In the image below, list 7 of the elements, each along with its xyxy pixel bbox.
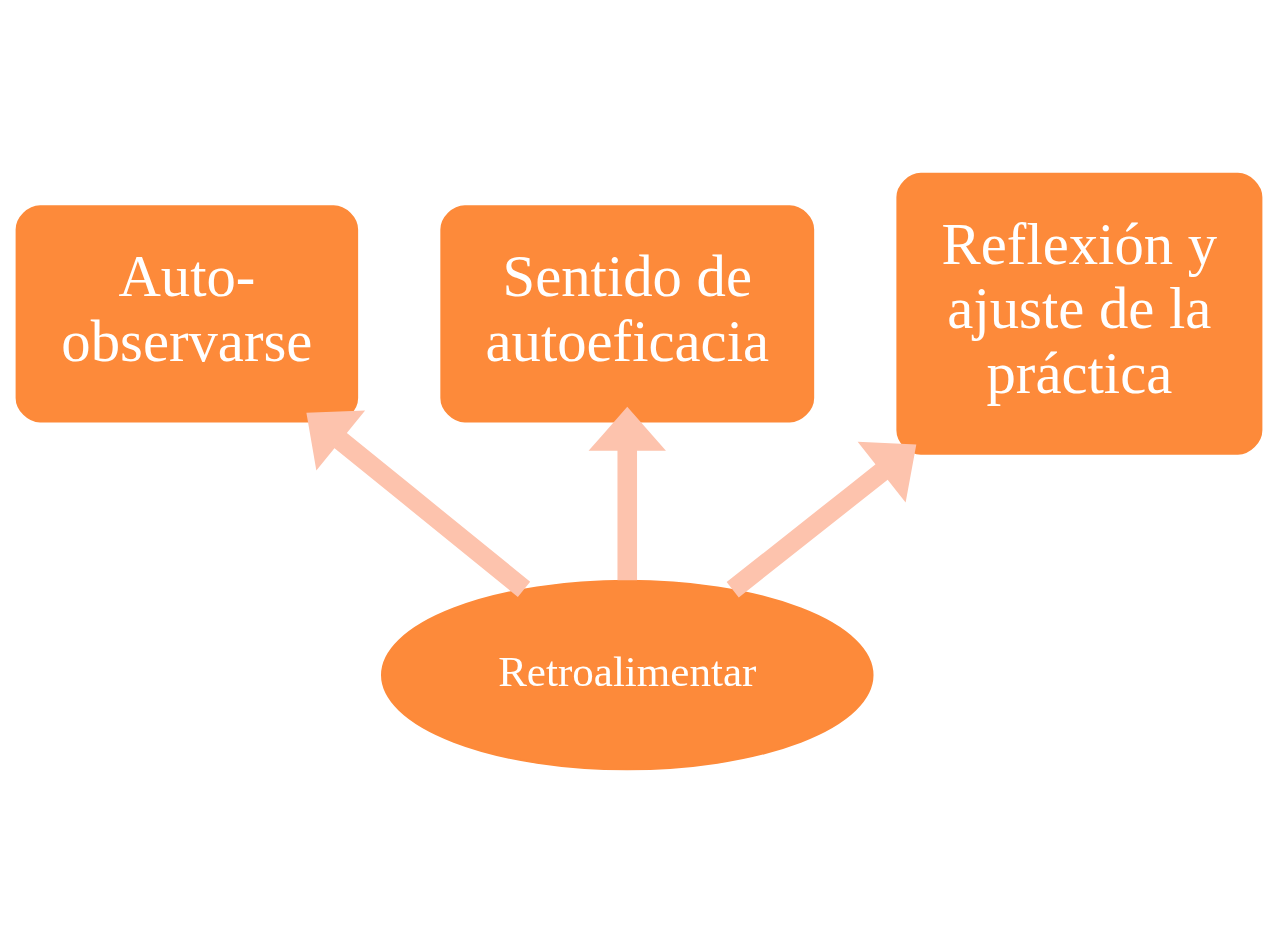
node-box: Auto- observarse bbox=[15, 204, 359, 422]
arrow bbox=[588, 406, 666, 580]
arrow bbox=[726, 441, 917, 597]
node-box: Sentido de autoeficacia bbox=[440, 204, 815, 422]
node-ellipse: Retroalimentar bbox=[381, 579, 874, 770]
node-box: Reflexión y ajuste de la práctica bbox=[896, 172, 1263, 455]
arrow bbox=[306, 410, 531, 597]
